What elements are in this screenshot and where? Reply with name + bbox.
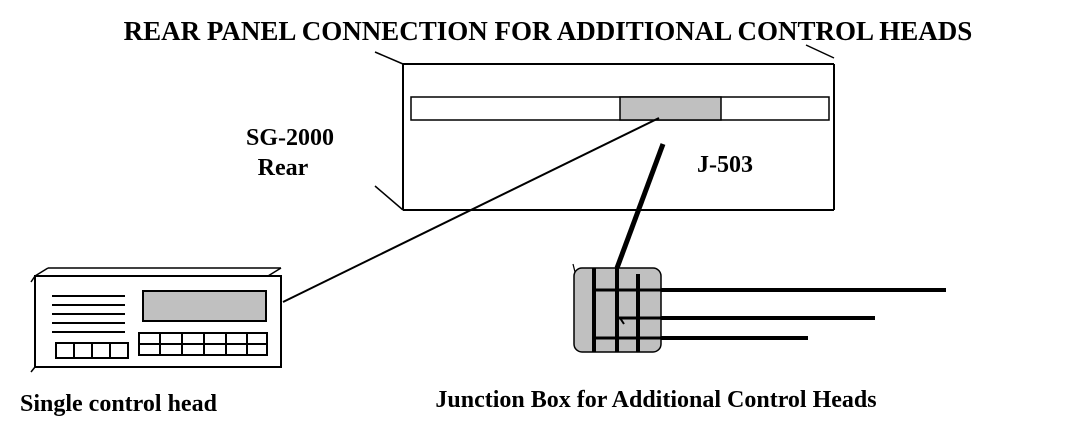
diagram-title: REAR PANEL CONNECTION FOR ADDITIONAL CON… bbox=[124, 16, 973, 46]
j503-connector bbox=[619, 96, 722, 121]
single-control-head bbox=[30, 267, 282, 373]
sg2000-rear-panel bbox=[374, 44, 835, 211]
control-head-label: Single control head bbox=[20, 391, 218, 417]
junction-box bbox=[572, 263, 662, 353]
output-cables bbox=[661, 288, 946, 340]
rear-label-line2: Rear bbox=[258, 155, 309, 181]
junction-box-label: Junction Box for Additional Control Head… bbox=[435, 387, 876, 413]
control-head-cable bbox=[282, 117, 660, 303]
connector-label: J-503 bbox=[697, 152, 753, 178]
junction-box-cable bbox=[614, 143, 666, 269]
rear-label-line1: SG-2000 bbox=[246, 125, 334, 151]
